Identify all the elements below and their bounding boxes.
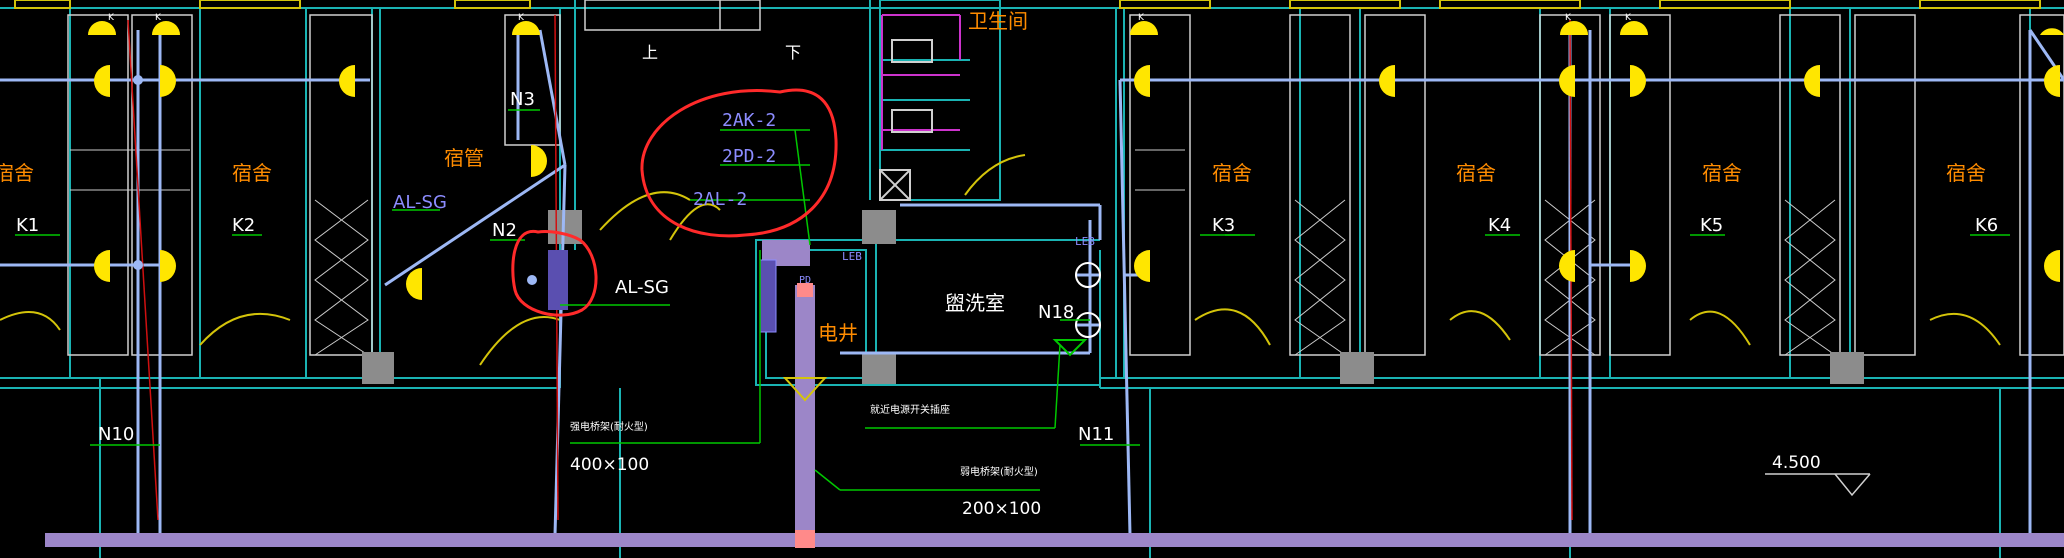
- stair-up: 上: [642, 43, 658, 62]
- room-label-shaft: 电井: [818, 321, 858, 345]
- columns: [362, 210, 1864, 384]
- svg-text:K: K: [155, 13, 162, 23]
- conduits: [0, 29, 2064, 536]
- circuit-k4: K4: [1488, 215, 1511, 236]
- panel-leb-2: LEB: [1075, 235, 1095, 248]
- room-label-washroom: 盥洗室: [945, 291, 1005, 315]
- circuit-n18: N18: [1038, 302, 1074, 323]
- svg-text:K: K: [1625, 13, 1632, 23]
- room-label-dorm-1: 宿舍: [0, 161, 34, 185]
- toilet-fixtures: [879, 39, 933, 201]
- tray-note-mid: 就近电源开关插座: [870, 403, 950, 416]
- elevation-value: 4.500: [1772, 453, 1821, 473]
- circuit-n2: N2: [492, 220, 517, 241]
- panel-2al-2: 2AL-2: [693, 189, 747, 210]
- svg-text:K: K: [1565, 13, 1572, 23]
- tray-size-1: 400×100: [570, 455, 649, 475]
- circuit-al-sg-1: AL-SG: [393, 192, 447, 213]
- panel-2ak-2: 2AK-2: [722, 110, 776, 131]
- panel-2pd-2: 2PD-2: [722, 146, 776, 167]
- circuit-k3: K3: [1212, 215, 1235, 236]
- circuit-k1: K1: [16, 215, 39, 236]
- tray-label-1: 强电桥架(耐火型): [570, 420, 648, 433]
- svg-text:K: K: [108, 13, 115, 23]
- wardrobe-bracing: [70, 149, 1836, 356]
- tray-size-2: 200×100: [962, 499, 1041, 519]
- room-label-dorm-4: 宿舍: [1456, 161, 1496, 185]
- circuit-al-sg-2: AL-SG: [615, 277, 669, 298]
- furniture: [67, 0, 2064, 356]
- room-label-dorm-2: 宿舍: [232, 161, 272, 185]
- circuit-k5: K5: [1700, 215, 1723, 236]
- tray-label-2: 弱电桥架(耐火型): [960, 465, 1038, 478]
- panel-leb-1: LEB: [842, 250, 862, 263]
- top-k-tags: K K K K K K: [108, 13, 1632, 23]
- lamp-junctions: [133, 75, 537, 285]
- circuit-n10: N10: [98, 424, 134, 445]
- room-label-dorm-5: 宿舍: [1702, 161, 1742, 185]
- room-label-dorm-6: 宿舍: [1946, 161, 1986, 185]
- room-label-supervisor: 宿管: [444, 146, 484, 170]
- svg-text:K: K: [1138, 13, 1145, 23]
- svg-text:K: K: [518, 13, 525, 23]
- stair-down: 下: [785, 43, 801, 62]
- circuit-k2: K2: [232, 215, 255, 236]
- doors: [0, 154, 2001, 366]
- leader-lines: [15, 109, 2010, 491]
- elevation-marker: [1765, 473, 1871, 497]
- washroom-sockets: [1052, 262, 1101, 357]
- circuit-k6: K6: [1975, 215, 1998, 236]
- lamps: [88, 21, 2064, 300]
- top-wall-stubs: [14, 0, 2041, 9]
- red-markups: [511, 88, 838, 317]
- room-label-dorm-3: 宿舍: [1212, 161, 1252, 185]
- toilet-partitions: [881, 14, 961, 150]
- panel-pd-tag: PD: [799, 275, 811, 286]
- circuit-n3: N3: [510, 89, 535, 110]
- busway: [45, 240, 2064, 548]
- circuit-n11: N11: [1078, 424, 1114, 445]
- shaft-marker: [782, 377, 828, 402]
- room-label-toilet: 卫生间: [968, 9, 1028, 33]
